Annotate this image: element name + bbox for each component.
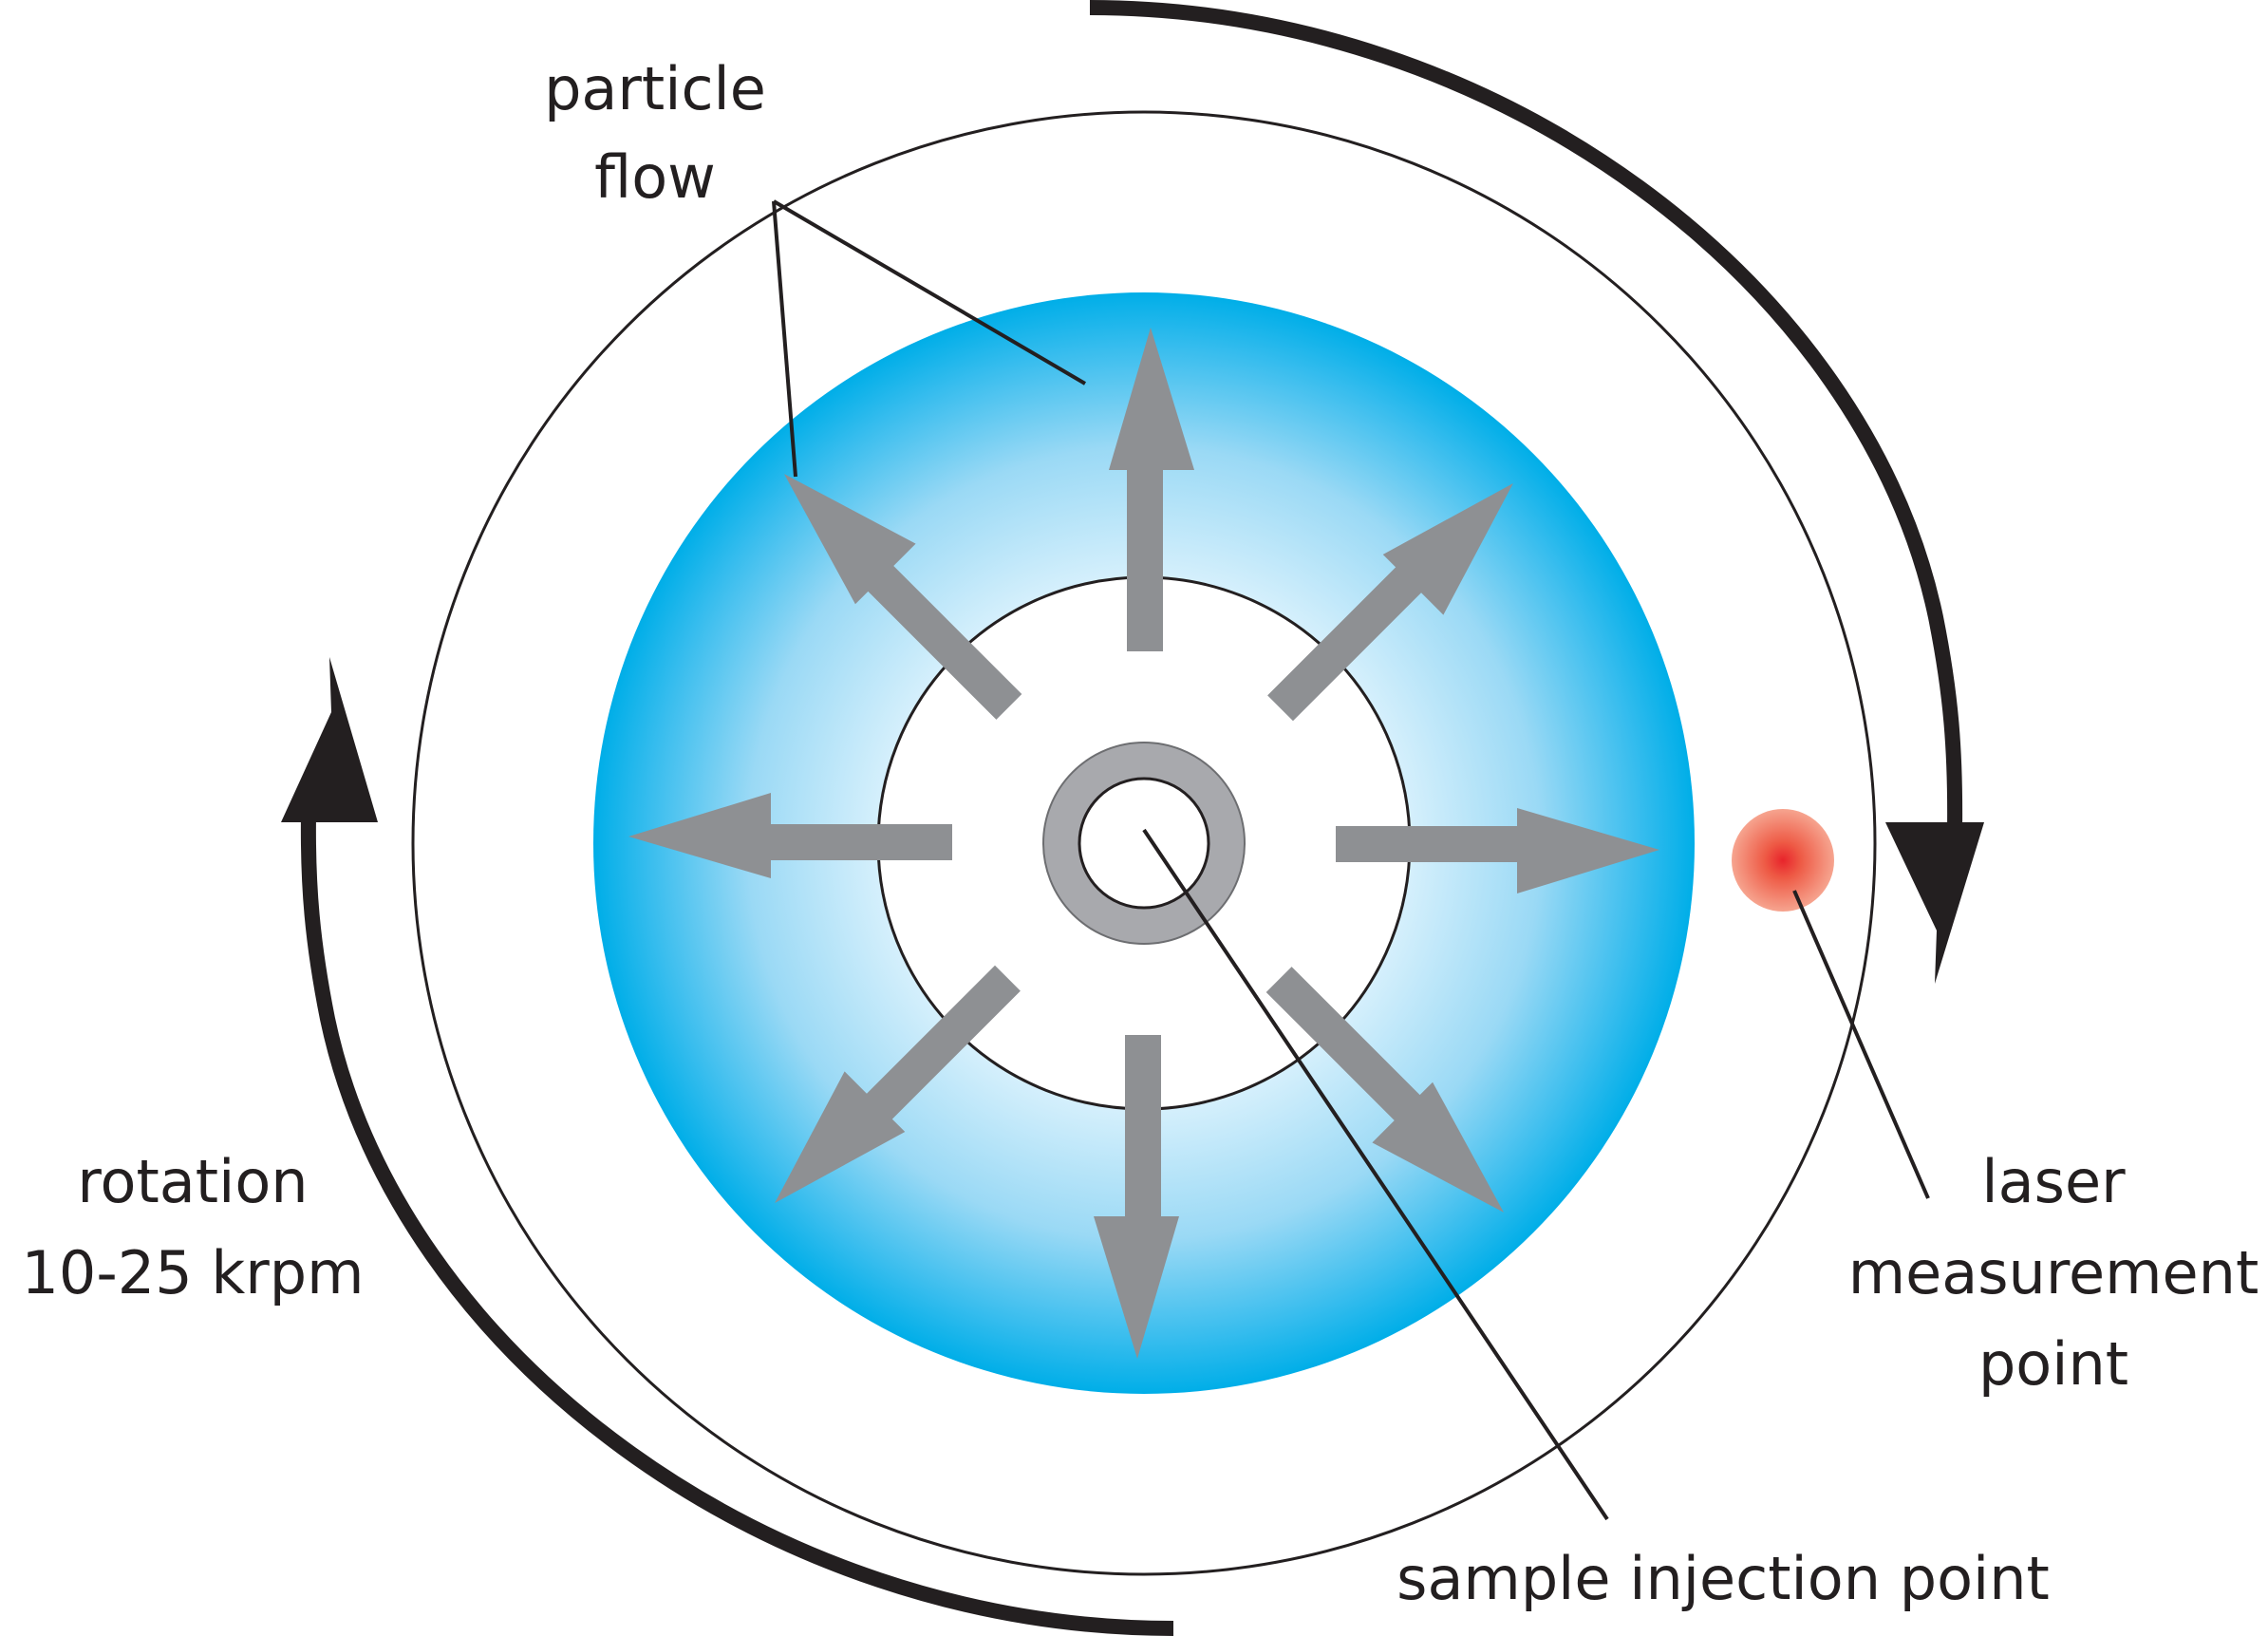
flow-arrow-down-right — [1265, 967, 1505, 1213]
flow-arrow-down-left — [775, 965, 1021, 1204]
flow-arrow-left — [628, 793, 952, 878]
laser-spot — [1732, 809, 1834, 912]
laser-leader — [1792, 890, 1930, 1199]
particle-flow-arrows — [628, 328, 1659, 1359]
flow-arrow-down — [1094, 1035, 1179, 1359]
sample-injection-label: sample injection point — [1396, 1544, 2050, 1613]
rotation-label-line2: 10-25 krpm — [21, 1238, 364, 1307]
particle-flow-leader-2 — [772, 200, 797, 478]
particle-flow-leader-1 — [772, 199, 1087, 385]
flow-arrow-up-left — [783, 474, 1022, 720]
particle-flow-label-line1: particle — [544, 54, 766, 123]
injection-ring-edge — [1042, 742, 1246, 945]
injection-ring-inner-edge — [1078, 777, 1210, 910]
rotation-arc-right — [1089, 0, 1963, 832]
laser-label-line2: measurement — [1848, 1238, 2259, 1307]
laser-label-line1: laser — [1981, 1147, 2126, 1216]
laser-label-line3: point — [1978, 1329, 2128, 1399]
sample-injection-leader — [1142, 828, 1609, 1521]
rotation-arrowhead-right — [1885, 822, 1984, 984]
flow-arrow-right — [1336, 808, 1659, 893]
particle-flow-label-line2: flow — [594, 142, 716, 212]
rotation-arrowhead-left — [281, 657, 378, 822]
flow-arrow-up-right — [1267, 482, 1513, 722]
injection-ring — [1043, 743, 1245, 944]
rotation-arc-left — [300, 814, 1174, 1636]
flow-arrow-up — [1109, 328, 1194, 651]
outer-rotor-circle — [411, 110, 1877, 1576]
rotation-label-line1: rotation — [77, 1147, 308, 1216]
